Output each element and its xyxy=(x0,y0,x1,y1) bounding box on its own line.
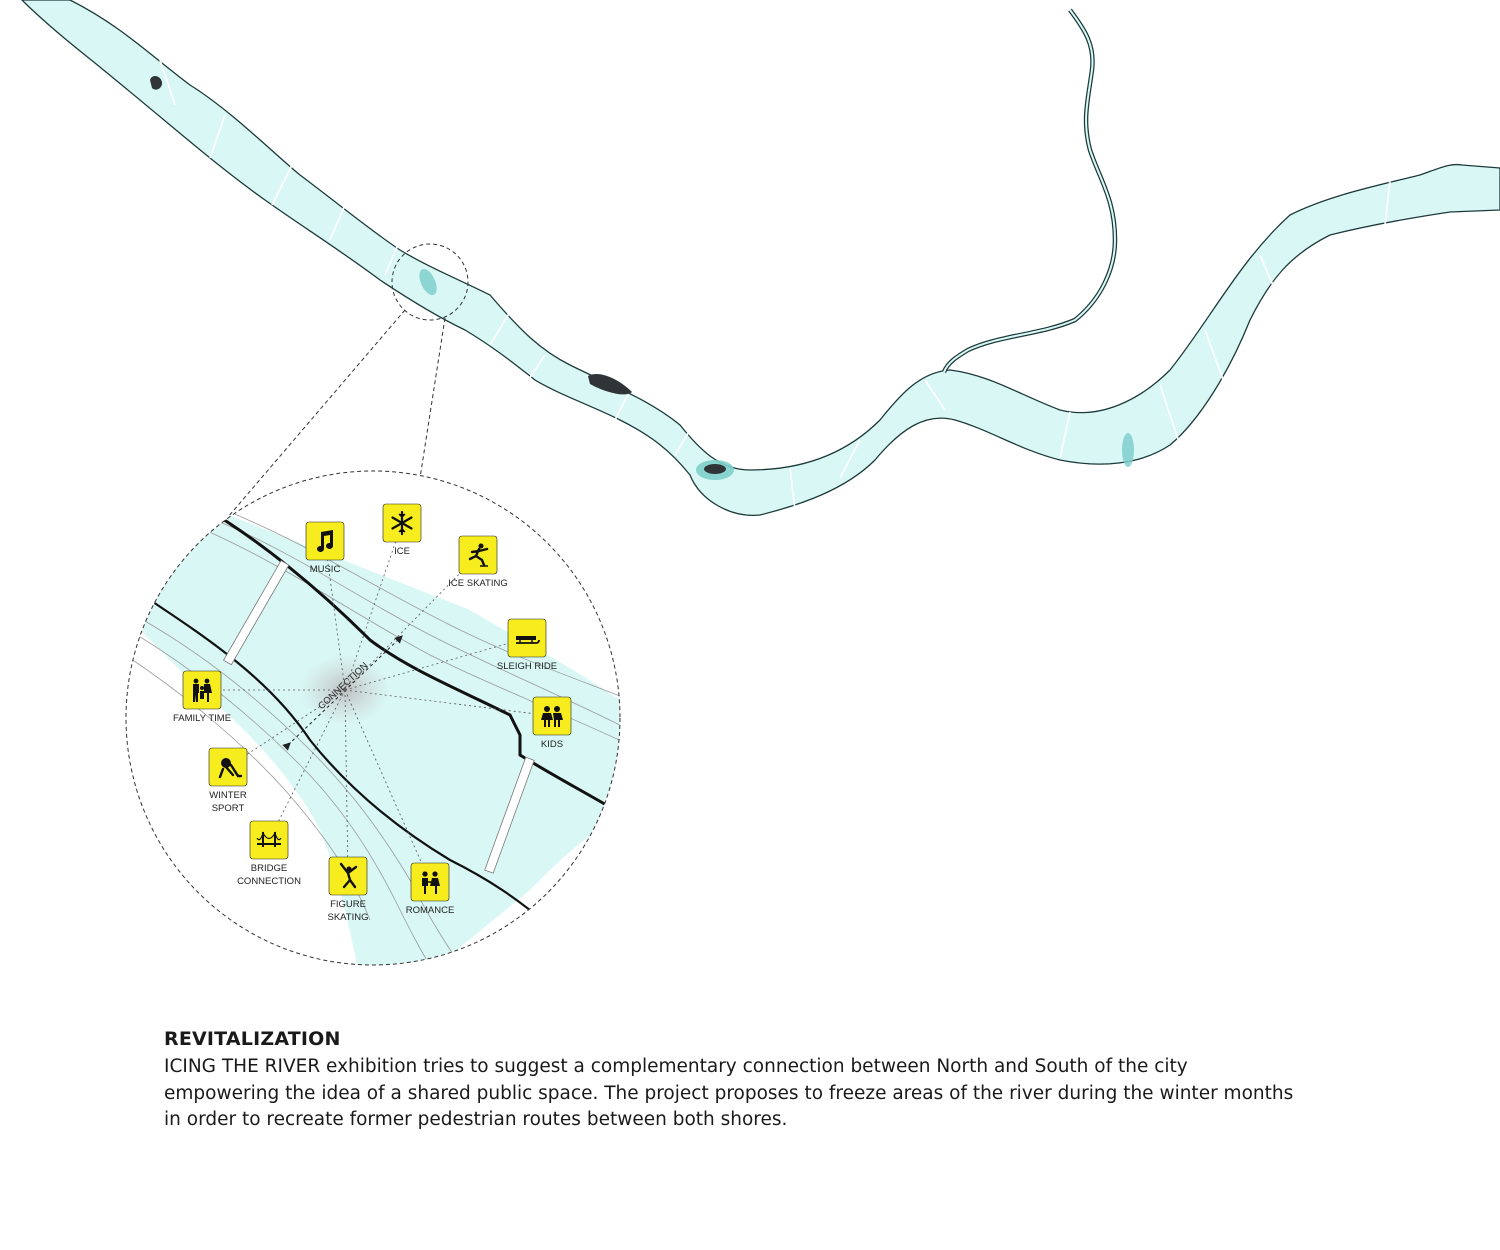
activity-label: WINTER xyxy=(209,790,247,801)
icon-tile xyxy=(458,535,498,575)
figure-skater-icon xyxy=(339,862,358,889)
activity-label: MUSIC xyxy=(310,564,341,575)
activity-label: CONNECTION xyxy=(237,876,301,887)
activity-label: SLEIGH RIDE xyxy=(497,661,557,672)
activity-label: ROMANCE xyxy=(406,905,455,916)
bridge xyxy=(484,756,535,874)
focus-circle xyxy=(391,243,469,321)
activity-family-time: FAMILY TIME xyxy=(173,670,231,724)
activity-rays xyxy=(202,522,553,883)
ice-patch xyxy=(419,268,437,296)
icon-tile xyxy=(305,521,345,561)
hockey-player-icon xyxy=(218,758,243,779)
activity-romance: ROMANCE xyxy=(406,862,455,916)
activity-label: SKATING xyxy=(328,912,369,923)
bridge xyxy=(222,560,290,666)
callout-connector xyxy=(227,309,406,518)
activity-label: KIDS xyxy=(541,739,563,750)
activity-sleigh-ride: SLEIGH RIDE xyxy=(497,618,557,672)
activity-label: BRIDGE xyxy=(251,863,287,874)
snowflake-icon xyxy=(391,510,413,536)
activity-bridge-connection: BRIDGE CONNECTION xyxy=(237,820,301,887)
activity-label: ICE SKATING xyxy=(448,578,507,589)
activity-kids: KIDS xyxy=(532,696,572,750)
music-note-icon xyxy=(317,530,333,552)
activity-ice-skating: ICE SKATING xyxy=(448,535,508,589)
activity-label: SPORT xyxy=(212,803,245,814)
ice-skater-icon xyxy=(468,543,489,567)
callout-connector xyxy=(419,317,446,479)
island xyxy=(150,76,163,90)
activity-ice: ICE xyxy=(382,503,422,557)
activity-music: MUSIC xyxy=(305,521,345,575)
ice-patch xyxy=(1122,433,1134,467)
activity-label: FIGURE xyxy=(330,899,366,910)
activity-ray xyxy=(324,540,346,691)
activity-ray xyxy=(344,554,479,691)
activity-icons: MUSIC ICE ICE SKATING SLEIGH RIDE KIDS ROMANC… xyxy=(173,503,572,923)
family-icon xyxy=(193,678,212,702)
caption-line: ICING THE RIVER exhibition tries to sugg… xyxy=(164,1056,1188,1077)
caption-title: REVITALIZATION xyxy=(164,1028,341,1050)
bridge-icon xyxy=(256,831,282,847)
river xyxy=(21,0,1500,516)
activity-figure-skating: FIGURE SKATING xyxy=(328,856,369,923)
sleigh-icon xyxy=(516,636,540,644)
tributary xyxy=(941,8,1118,373)
activity-winter-sport: WINTER SPORT xyxy=(208,747,248,814)
connection-arrow xyxy=(282,635,403,751)
caption-line: in order to recreate former pedestrian r… xyxy=(164,1109,788,1130)
icon-tile xyxy=(532,696,572,736)
kids-icon xyxy=(541,706,563,727)
river-crossings xyxy=(159,59,1391,511)
caption-body: ICING THE RIVER exhibition tries to sugg… xyxy=(164,1054,1394,1134)
activity-ray xyxy=(227,689,346,768)
activity-label: FAMILY TIME xyxy=(173,713,231,724)
activity-label: ICE xyxy=(394,546,410,557)
island xyxy=(704,464,726,474)
activity-ray xyxy=(344,689,349,877)
island xyxy=(588,373,632,395)
activity-ray xyxy=(344,637,528,691)
caption-line: empowering the idea of a shared public s… xyxy=(164,1082,1294,1104)
icon-tile xyxy=(249,820,289,860)
caption: REVITALIZATION ICING THE RIVER exhibitio… xyxy=(164,1028,1394,1134)
activity-ray xyxy=(268,689,346,841)
couple-icon xyxy=(422,871,440,894)
